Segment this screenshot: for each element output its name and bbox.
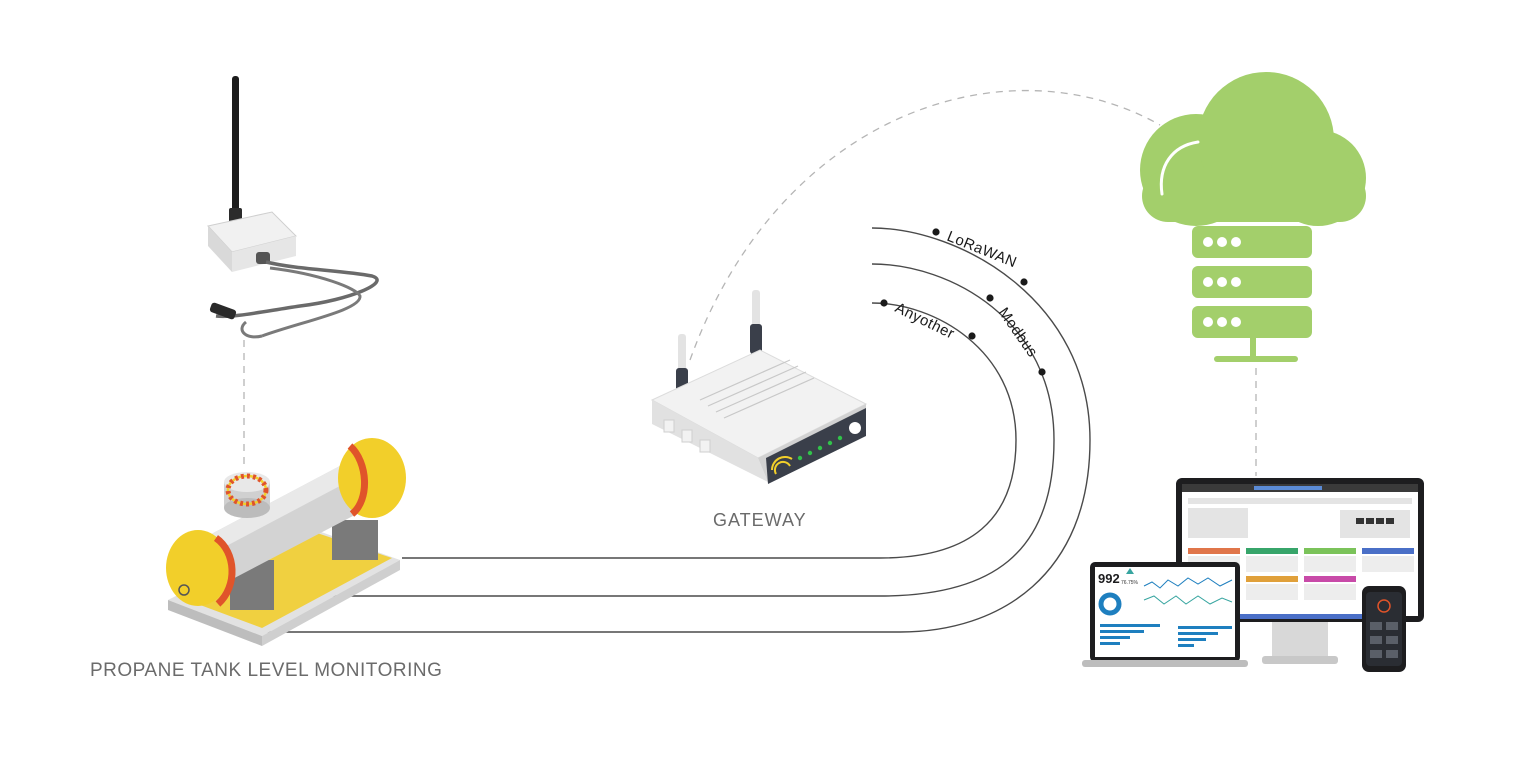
connector-lorawan — [265, 227, 1091, 633]
dot-modbus-start — [986, 294, 994, 302]
protocol-label-anyother: Anyother — [892, 299, 957, 342]
dot-anyother-start — [880, 299, 888, 307]
dashed-connectors — [243, 89, 1257, 476]
cloud-server-icon — [1140, 72, 1366, 362]
protocol-connectors — [265, 227, 1091, 633]
dot-lorawan-end — [1020, 278, 1028, 286]
connector-dots — [880, 228, 1046, 376]
wireless-sensor-icon — [207, 76, 379, 339]
phone-icon — [1362, 586, 1406, 672]
dashboard-devices-icon: 992 76.75% — [1082, 478, 1424, 672]
gateway-cloud-link — [689, 89, 1161, 361]
connector-anyother — [402, 302, 1017, 559]
tank-caption: PROPANE TANK LEVEL MONITORING — [90, 660, 443, 681]
dot-anyother-end — [968, 332, 976, 340]
gateway-caption: GATEWAY — [713, 510, 807, 530]
connector-modbus — [330, 263, 1055, 597]
protocol-label-modbus: Modbus — [995, 305, 1041, 361]
laptop-icon: 992 76.75% — [1082, 562, 1248, 667]
protocol-label-lorawan: LoRaWAN — [945, 228, 1020, 271]
dot-lorawan-start — [932, 228, 940, 236]
dashboard-kpi-value: 992 — [1098, 571, 1120, 586]
dot-modbus-end — [1038, 368, 1046, 376]
gateway-router-icon — [650, 290, 868, 484]
propane-tank-icon — [166, 438, 406, 646]
dashboard-kpi-change: 76.75% — [1121, 580, 1139, 586]
